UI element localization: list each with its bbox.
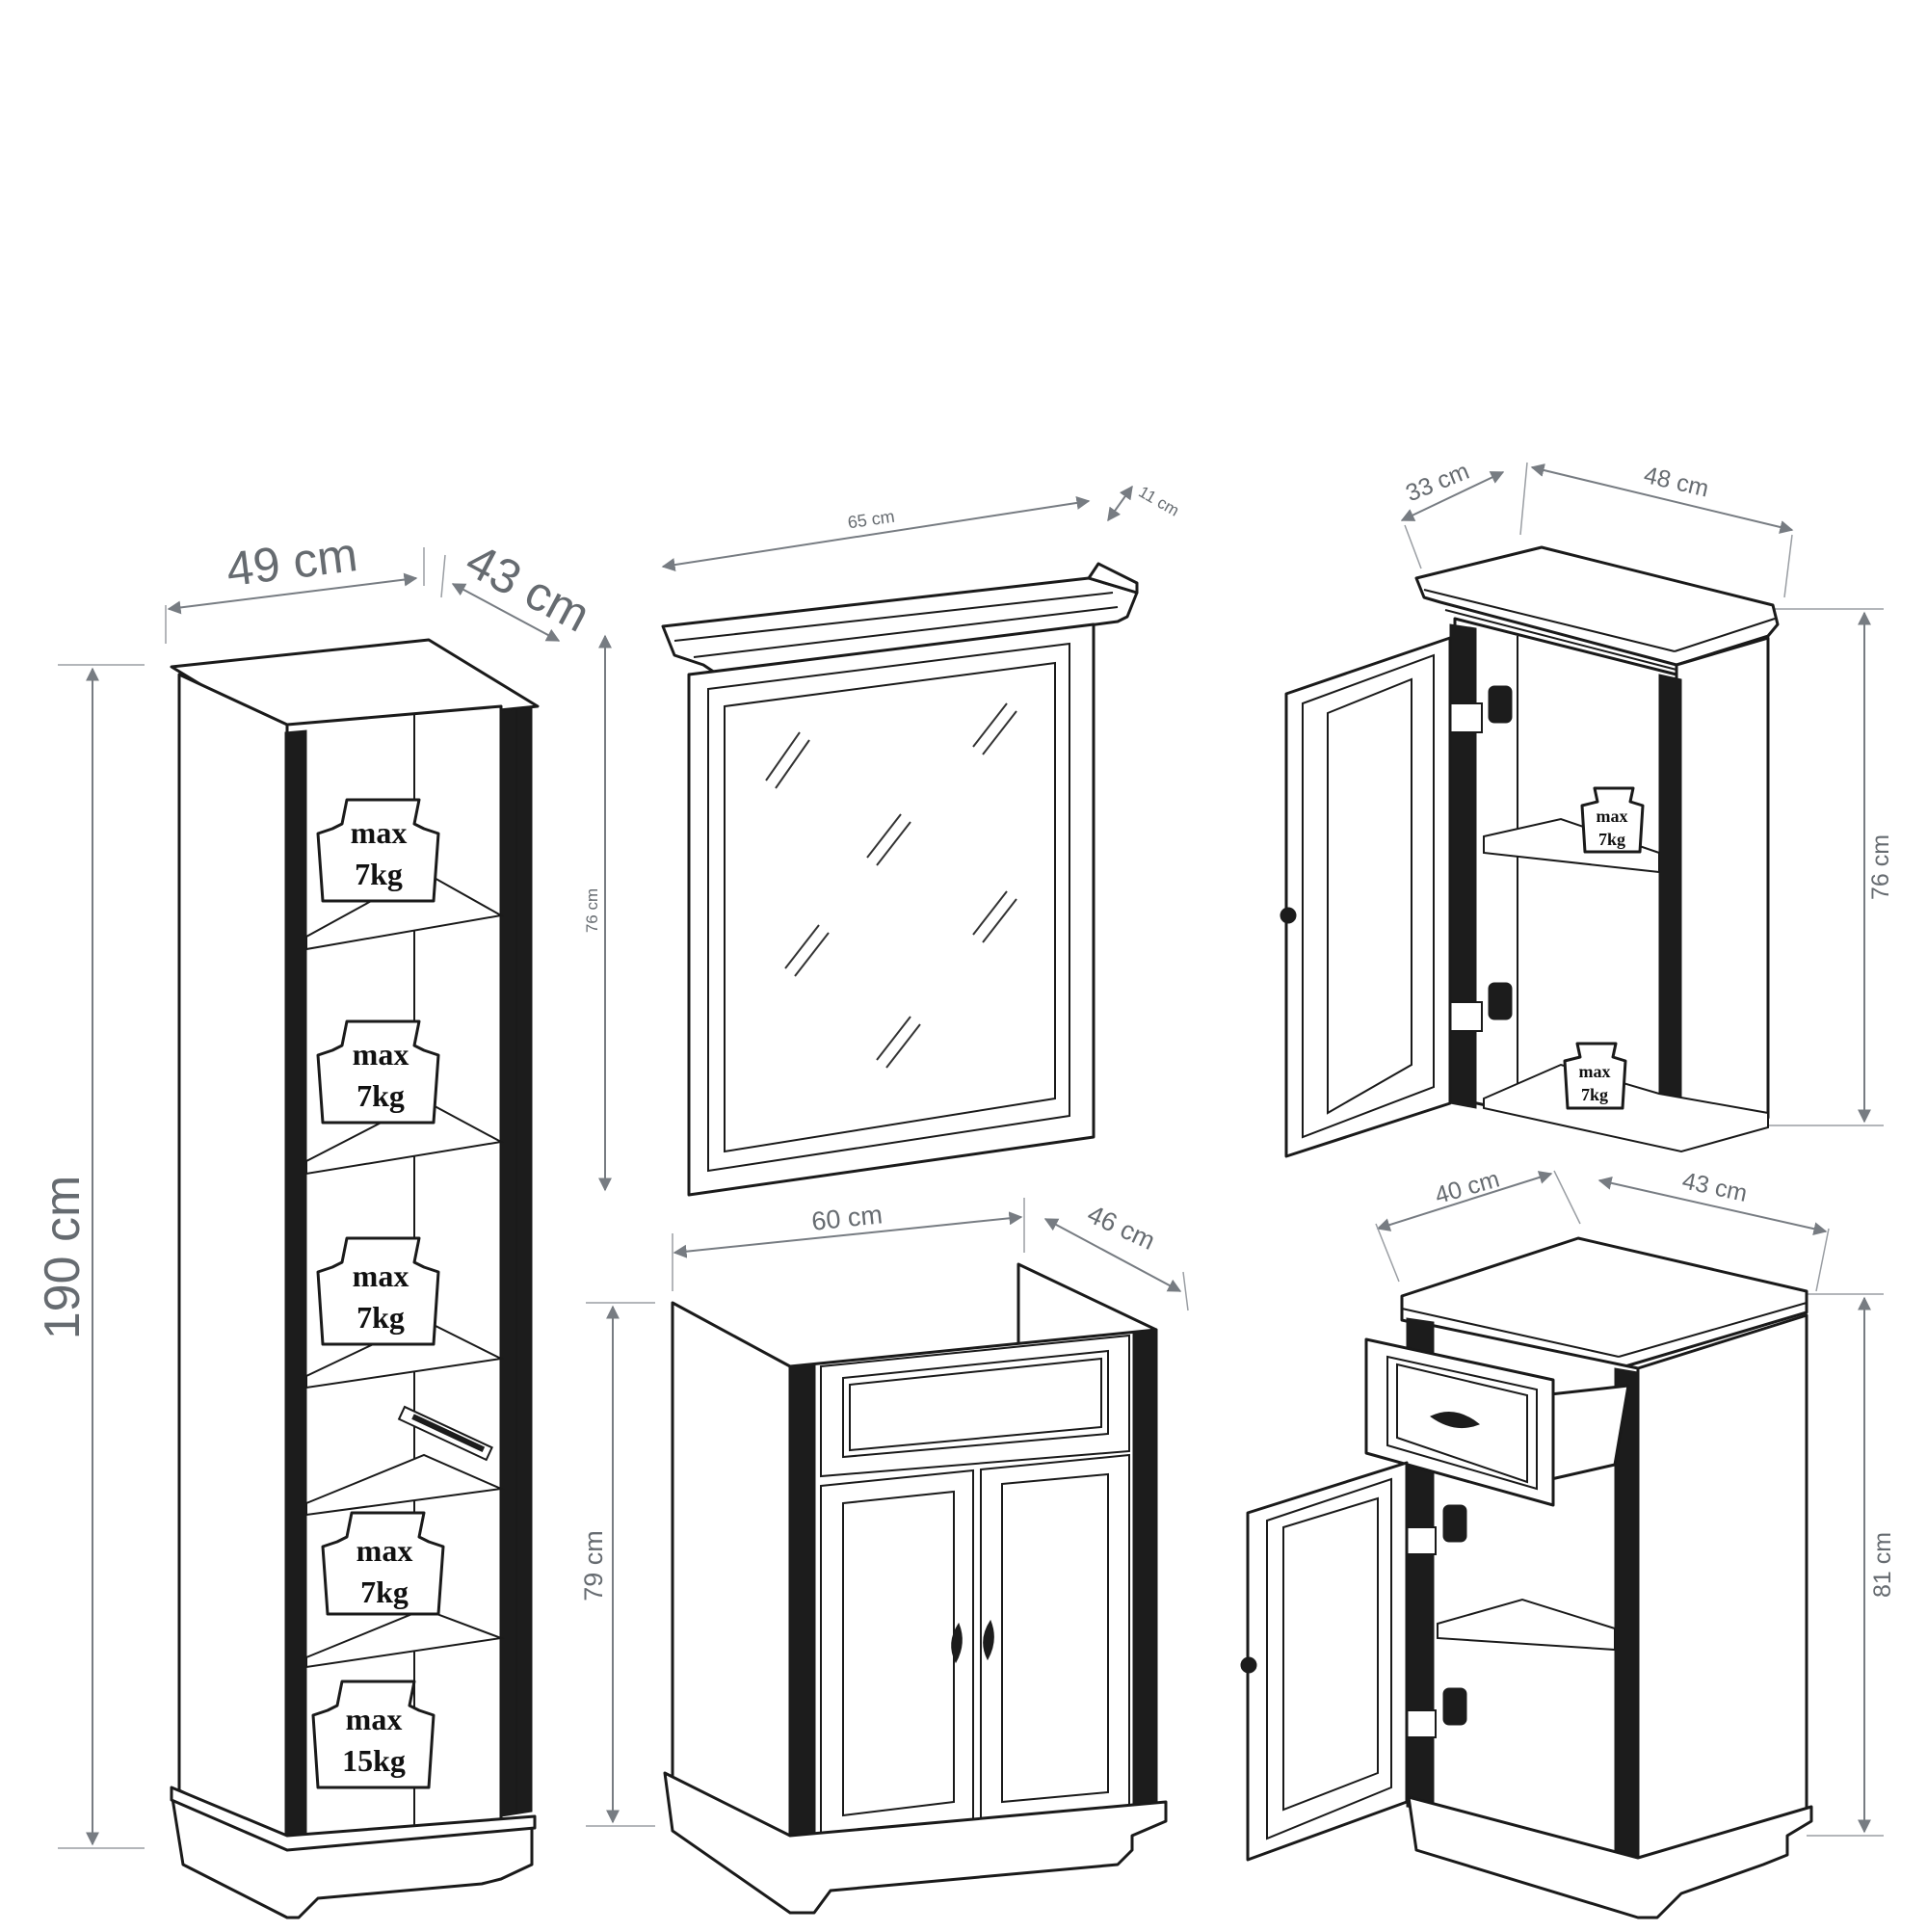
- tall-cabinet-load-weight-1: max 7kg: [316, 798, 440, 903]
- mirror-depth-label: 11 cm: [1135, 483, 1182, 520]
- tall-cabinet: 49 cm 43 cm 190 cm max 7kg: [35, 527, 599, 1919]
- low-cabinet-depth-label: 40 cm: [1432, 1165, 1502, 1209]
- low-cabinet-door: [1246, 1461, 1409, 1862]
- vanity-cabinet-handle-left: [951, 1622, 963, 1664]
- load-max-label: max: [1579, 1062, 1611, 1081]
- load-max-label: max: [1597, 807, 1628, 826]
- tall-cabinet-side-panel: [177, 673, 289, 1844]
- load-max-label: max: [356, 1533, 413, 1568]
- tall-cabinet-load-weight-4: max 7kg: [321, 1511, 445, 1616]
- wall-cabinet-pilaster-right: [1658, 674, 1682, 1148]
- load-weight-label: 7kg: [1598, 830, 1625, 849]
- wall-cabinet-pilaster-left: [1449, 623, 1477, 1109]
- drawer-slide: [397, 1405, 493, 1462]
- mirror-glass: [724, 661, 1056, 1153]
- mirror-dimension-lines: [598, 485, 1133, 1192]
- load-weight-label: 7kg: [1581, 1085, 1608, 1104]
- low-cabinet-shelf: [1437, 1598, 1616, 1652]
- vanity-cabinet-handle-right: [983, 1619, 994, 1661]
- low-cabinet-drawer-handle: [1430, 1412, 1480, 1429]
- tall-cabinet-plinth-top: [170, 1786, 537, 1852]
- tall-cabinet-width-label: 49 cm: [224, 527, 360, 596]
- mirror-frame-inner: [707, 642, 1070, 1173]
- low-cabinet-base: [1407, 1795, 1813, 1919]
- low-cabinet: 40 cm 43 cm 81 cm: [1240, 1165, 1896, 1919]
- wall-cabinet-side: [1675, 636, 1770, 1149]
- low-cabinet-dimension-lines: [1375, 1170, 1884, 1837]
- mirror-glare-marks: [765, 702, 1017, 1069]
- load-weight-label: 7kg: [360, 1575, 409, 1609]
- mirror-height-label: 76 cm: [583, 888, 601, 933]
- vanity-cabinet-base: [663, 1771, 1168, 1915]
- vanity-cabinet-drawer: [820, 1334, 1130, 1478]
- vanity-cabinet-width-label: 60 cm: [810, 1200, 884, 1236]
- wall-cabinet-dimension-lines: [1400, 462, 1884, 1126]
- load-max-label: max: [353, 1258, 409, 1293]
- load-weight-label: 15kg: [342, 1743, 406, 1778]
- tall-cabinet-load-weight-2: max 7kg: [316, 1019, 440, 1125]
- vanity-cabinet-depth-label: 46 cm: [1083, 1200, 1159, 1256]
- load-weight-label: 7kg: [356, 1300, 405, 1335]
- mirror-width-label: 65 cm: [846, 507, 895, 533]
- tall-cabinet-height-label: 190 cm: [35, 1176, 91, 1340]
- wall-cabinet-load-weight-2: max 7kg: [1563, 1042, 1627, 1110]
- wall-cabinet-cornice: [1414, 545, 1780, 667]
- wall-cabinet-door-knob: [1280, 907, 1297, 924]
- tall-cabinet-shelves: [305, 870, 505, 1669]
- vanity-cabinet: 60 cm 46 cm 79 cm: [579, 1198, 1189, 1915]
- wall-cabinet: 33 cm 48 cm 76 cm max 7kg: [1280, 458, 1894, 1158]
- load-max-label: max: [346, 1702, 403, 1736]
- vanity-cabinet-height-label: 79 cm: [579, 1530, 608, 1601]
- load-weight-label: 7kg: [355, 857, 403, 891]
- wall-cabinet-height-label: 76 cm: [1867, 834, 1894, 900]
- wall-cabinet-door: [1284, 636, 1452, 1158]
- low-cabinet-door-knob: [1240, 1656, 1257, 1674]
- tall-cabinet-load-weight-5: max 15kg: [311, 1680, 436, 1789]
- low-cabinet-top: [1400, 1236, 1808, 1370]
- load-weight-label: 7kg: [356, 1078, 405, 1113]
- vanity-cabinet-side: [671, 1301, 792, 1852]
- wall-cabinet-load-weight-1: max 7kg: [1580, 786, 1645, 854]
- low-cabinet-side: [1636, 1313, 1808, 1876]
- low-cabinet-open-drawer: [1364, 1337, 1630, 1507]
- tall-cabinet-load-weight-3: max 7kg: [316, 1236, 440, 1346]
- tall-cabinet-front-pilaster: [284, 729, 307, 1849]
- wall-cabinet-depth-label: 33 cm: [1402, 458, 1473, 507]
- vanity-cabinet-pilaster-left: [789, 1363, 816, 1851]
- tall-cabinet-dimension-lines: [58, 547, 561, 1849]
- low-cabinet-height-label: 81 cm: [1869, 1532, 1896, 1598]
- tall-cabinet-depth-label: 43 cm: [458, 533, 599, 642]
- load-max-label: max: [351, 815, 408, 850]
- vanity-cabinet-dimension-lines: [586, 1198, 1189, 1827]
- mirror: 65 cm 11 cm 76 cm: [583, 483, 1182, 1197]
- load-max-label: max: [353, 1037, 409, 1072]
- wall-cabinet-shelf: [1483, 817, 1660, 874]
- vanity-cabinet-pilaster-right: [1132, 1329, 1157, 1806]
